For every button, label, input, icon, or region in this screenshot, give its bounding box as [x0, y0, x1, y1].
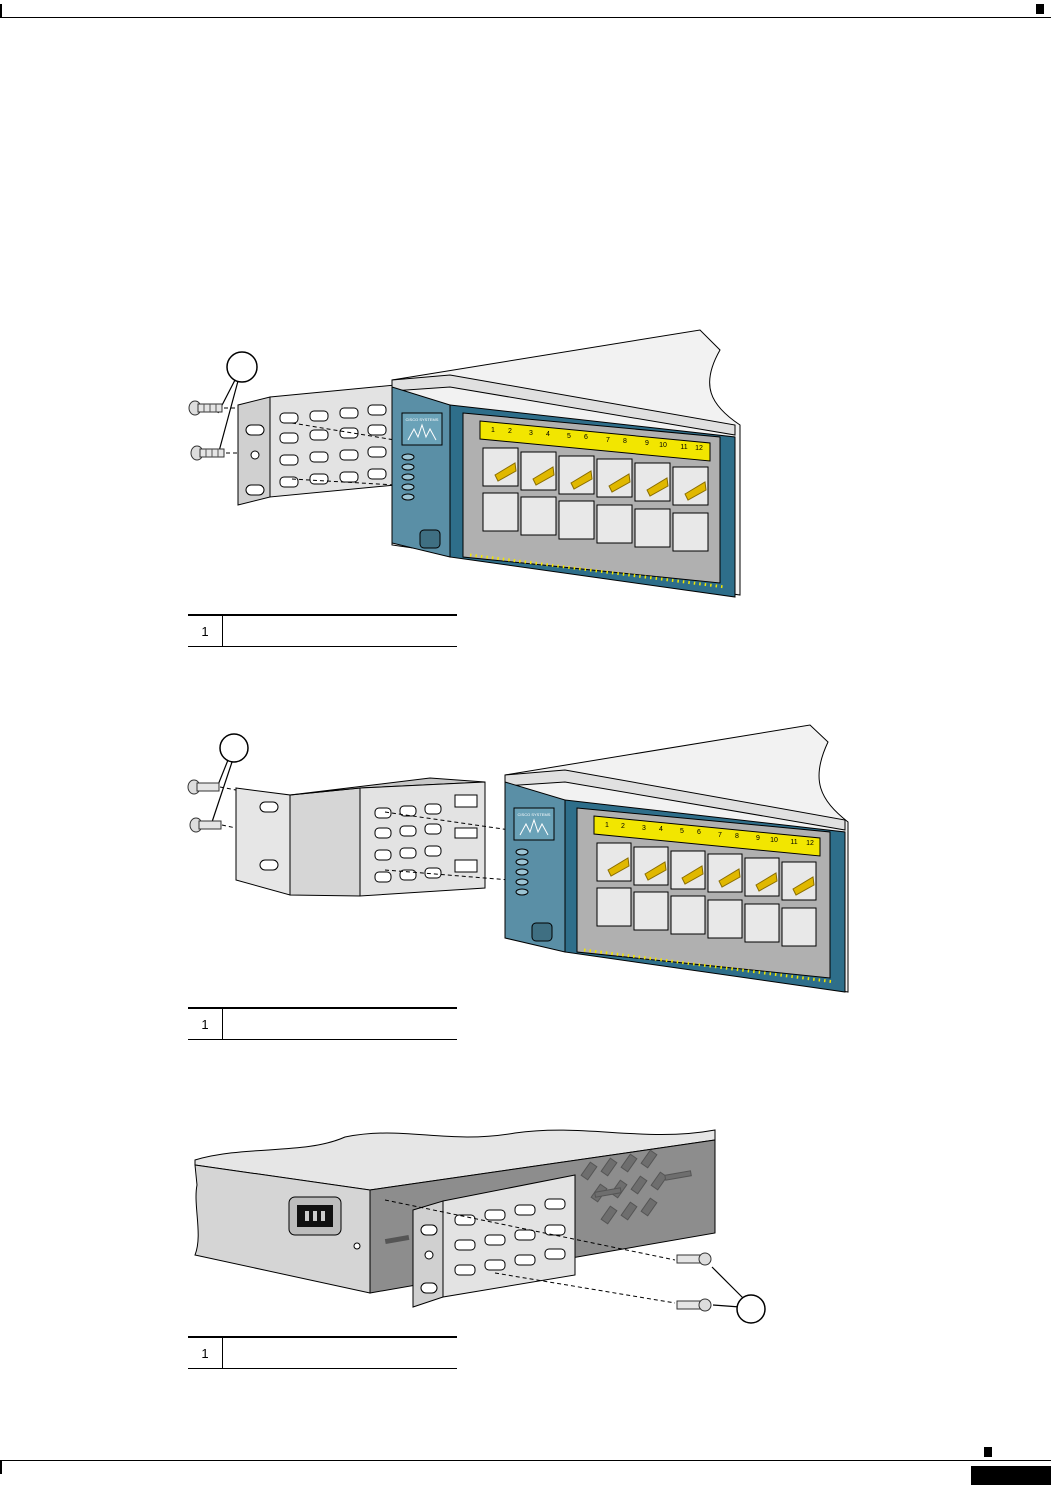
svg-text:1: 1: [605, 822, 609, 829]
screw-icon: [676, 1252, 712, 1266]
ground-screw-icon: [353, 1242, 361, 1250]
callout-table-figure-3: 1: [188, 1336, 457, 1369]
callout-circle-1: [219, 733, 249, 763]
screw-icon: [190, 445, 225, 461]
svg-text:4: 4: [546, 431, 550, 438]
svg-text:11: 11: [790, 839, 797, 846]
callout-text: [222, 1336, 457, 1369]
callout-row: 1: [188, 614, 457, 647]
status-led-icon: [401, 453, 415, 501]
figure-rear-bracket: [185, 1115, 785, 1330]
callout-number: 1: [188, 614, 223, 647]
svg-text:4: 4: [659, 826, 663, 833]
screw-icon: [187, 779, 220, 795]
figure-1-illustration: CISCO SYSTEMS 1 2 3 4 5 6 7 8 9 10 11 12: [188, 329, 741, 598]
callout-row: 1: [188, 1336, 457, 1369]
svg-text:7: 7: [606, 437, 610, 444]
callout-number: 1: [188, 1007, 223, 1040]
port-label-strip: [593, 815, 821, 857]
screw-icon: [676, 1298, 712, 1312]
svg-text:1: 1: [491, 427, 495, 434]
callout-circle-1: [226, 351, 258, 383]
switch-chassis: CISCO SYSTEMS 1 2 3 4 5 6 7 8 9 10 11 12: [391, 329, 741, 598]
svg-text:10: 10: [770, 837, 778, 844]
mode-button-icon: [419, 529, 441, 549]
callout-table-figure-2: 1: [188, 1007, 457, 1040]
svg-text:5: 5: [567, 433, 571, 440]
callout-text: [222, 614, 457, 647]
svg-text:8: 8: [735, 833, 739, 840]
svg-text:2: 2: [621, 823, 625, 830]
svg-text:3: 3: [642, 825, 646, 832]
screw-icon: [188, 400, 223, 416]
mounting-bracket: [237, 384, 396, 506]
port-labels: 1 2 3 4 5 6 7 8 9 10 11 12: [605, 822, 814, 847]
callout-circle-1: [736, 1294, 766, 1324]
callout-row: 1: [188, 1007, 457, 1040]
figure-front-bracket-23in: CISCO SYSTEMS 1 2 3 4 5 6 7 8 9 10 11 12: [180, 720, 860, 1000]
svg-text:9: 9: [756, 835, 760, 842]
svg-text:10: 10: [659, 442, 667, 449]
footer-left-tick: [0, 1461, 2, 1474]
svg-text:6: 6: [697, 829, 701, 836]
header-left-tick: [0, 4, 2, 17]
mounting-bracket: [412, 1174, 576, 1308]
ventilation-slots: [580, 1149, 692, 1225]
page-number-box: [971, 1466, 1051, 1485]
footer-right-marker: [984, 1447, 992, 1457]
cable-connector-icon: [494, 462, 707, 501]
cable-connector-icon: [607, 857, 815, 896]
svg-text:2: 2: [508, 428, 512, 435]
callout-number: 1: [188, 1336, 223, 1369]
status-led-icon: [515, 848, 529, 896]
brand-text: CISCO SYSTEMS: [518, 812, 551, 817]
port-labels: 1 2 3 4 5 6 7 8 9 10 11 12: [491, 427, 703, 452]
svg-text:11: 11: [680, 444, 687, 451]
figure-2-illustration: CISCO SYSTEMS 1 2 3 4 5 6 7 8 9 10 11 12: [187, 724, 849, 993]
svg-text:9: 9: [645, 440, 649, 447]
svg-text:3: 3: [529, 430, 533, 437]
mounting-bracket: [235, 777, 486, 897]
svg-text:6: 6: [584, 434, 588, 441]
mode-button-icon: [531, 922, 553, 942]
figure-front-bracket-19in: CISCO SYSTEMS 1 2 3 4 5 6 7 8 9 10 11 12: [180, 325, 780, 605]
svg-text:12: 12: [806, 840, 814, 847]
svg-text:12: 12: [695, 445, 703, 452]
port-label-strip: [479, 420, 711, 462]
svg-text:5: 5: [680, 828, 684, 835]
ethernet-port-icon: [596, 842, 817, 947]
callout-text: [222, 1007, 457, 1040]
screw-icon: [189, 817, 222, 833]
footer-rule: [0, 1460, 1051, 1461]
figure-3-illustration: [194, 1129, 766, 1324]
svg-text:8: 8: [623, 438, 627, 445]
callout-table-figure-1: 1: [188, 614, 457, 647]
brand-text: CISCO SYSTEMS: [406, 417, 439, 422]
switch-chassis: CISCO SYSTEMS 1 2 3 4 5 6 7 8 9 10 11 12: [504, 724, 849, 993]
header-rule: [0, 17, 1051, 18]
svg-text:7: 7: [718, 832, 722, 839]
header-right-marker: [1036, 4, 1044, 14]
